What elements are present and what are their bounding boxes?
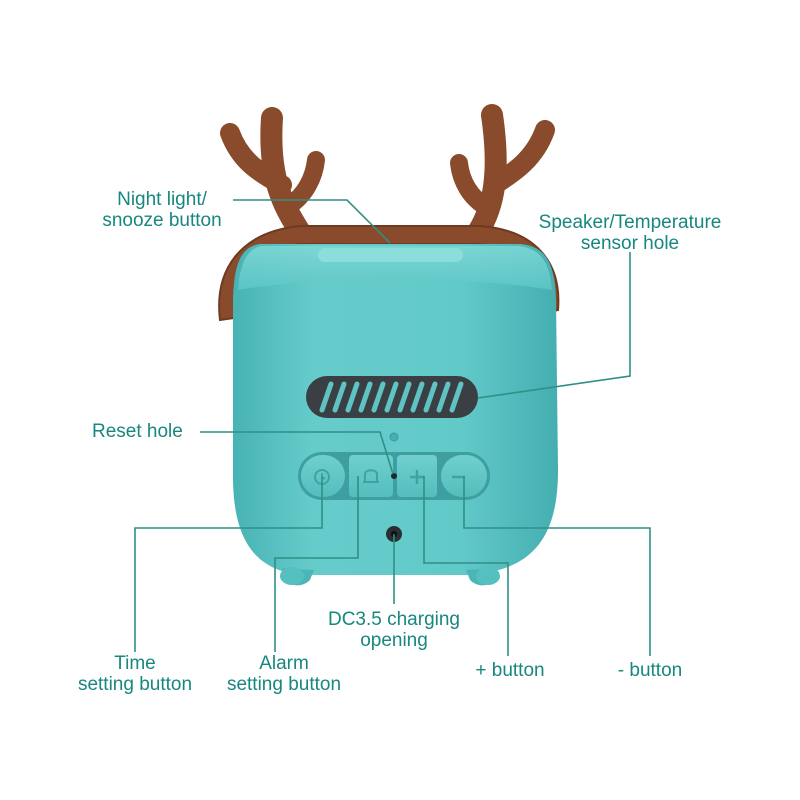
label-alarm-line1: Alarm xyxy=(259,653,309,674)
label-speaker-line2: sensor hole xyxy=(580,233,680,254)
temperature-sensor-dot xyxy=(389,432,399,442)
reset-hole[interactable] xyxy=(391,473,397,479)
leader-time xyxy=(134,477,323,652)
right-antler xyxy=(450,104,555,243)
leader-minus xyxy=(463,476,651,656)
label-alarm-line2: setting button xyxy=(226,674,342,695)
snooze-pad xyxy=(318,248,463,262)
bell-icon xyxy=(363,469,379,483)
label-reset: Reset hole xyxy=(92,421,183,442)
label-dc: DC3.5 charging opening xyxy=(304,609,484,651)
label-dc-line1: DC3.5 charging xyxy=(327,609,461,630)
label-time-line1: Time xyxy=(114,653,156,674)
leader-lines xyxy=(134,199,651,656)
label-plus-line1: + button xyxy=(475,660,545,681)
label-speaker: Speaker/Temperature sensor hole xyxy=(520,212,740,254)
alarm-setting-button[interactable] xyxy=(349,455,393,497)
label-time-line2: setting button xyxy=(77,674,193,695)
label-time: Time setting button xyxy=(55,653,215,695)
label-reset-line1: Reset hole xyxy=(92,421,183,442)
label-plus: + button xyxy=(440,660,580,681)
plus-icon xyxy=(410,470,424,484)
label-minus-line1: - button xyxy=(617,660,683,681)
label-night-light: Night light/ snooze button xyxy=(72,189,252,231)
label-minus: - button xyxy=(580,660,720,681)
label-alarm: Alarm setting button xyxy=(204,653,364,695)
leader-plus xyxy=(423,476,509,656)
leader-speaker xyxy=(477,252,631,399)
label-dc-line2: opening xyxy=(360,630,428,651)
leader-alarm xyxy=(274,476,359,652)
left-antler xyxy=(220,107,325,243)
leader-night-light xyxy=(233,199,391,244)
label-night-light-line2: snooze button xyxy=(102,210,222,231)
night-light-top xyxy=(238,246,552,290)
label-speaker-line1: Speaker/Temperature xyxy=(538,212,722,233)
label-night-light-line1: Night light/ xyxy=(117,189,207,210)
leader-reset xyxy=(200,431,394,475)
vent-slots xyxy=(319,381,464,413)
